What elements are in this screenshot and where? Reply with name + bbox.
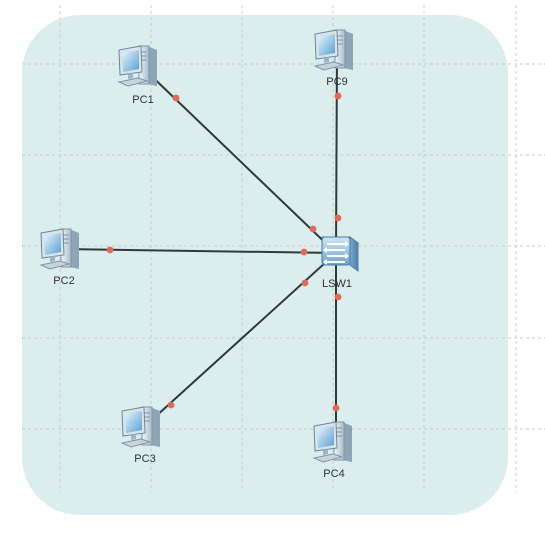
network-area (22, 15, 508, 515)
port-dot-lsw1-pc3 (301, 279, 309, 287)
node-label-pc9: PC9 (326, 76, 347, 88)
node-pc1[interactable] (117, 45, 157, 87)
port-dot-lsw1-pc9 (334, 214, 342, 222)
node-label-pc2: PC2 (53, 275, 74, 287)
node-label-lsw1: LSW1 (322, 278, 352, 290)
pc-icon (39, 228, 79, 270)
port-dot-pc3 (167, 401, 175, 409)
node-pc3[interactable] (120, 406, 160, 448)
pc-icon (120, 406, 160, 448)
port-dot-pc2 (106, 246, 114, 254)
node-pc4[interactable] (312, 421, 352, 463)
pc-icon (117, 45, 157, 87)
port-dot-pc9 (334, 92, 342, 100)
port-dot-lsw1-pc4 (334, 293, 342, 301)
switch-icon (320, 236, 360, 272)
port-dot-pc4 (332, 404, 340, 412)
node-pc9[interactable] (313, 29, 353, 71)
port-dot-lsw1-pc1 (309, 225, 317, 233)
node-label-pc3: PC3 (134, 453, 155, 465)
port-dot-pc1 (172, 94, 180, 102)
port-dot-lsw1-pc2 (300, 248, 308, 256)
pc-icon (312, 421, 352, 463)
node-lsw1[interactable] (320, 236, 360, 272)
node-label-pc4: PC4 (323, 468, 344, 480)
node-label-pc1: PC1 (132, 94, 153, 106)
node-pc2[interactable] (39, 228, 79, 270)
pc-icon (313, 29, 353, 71)
